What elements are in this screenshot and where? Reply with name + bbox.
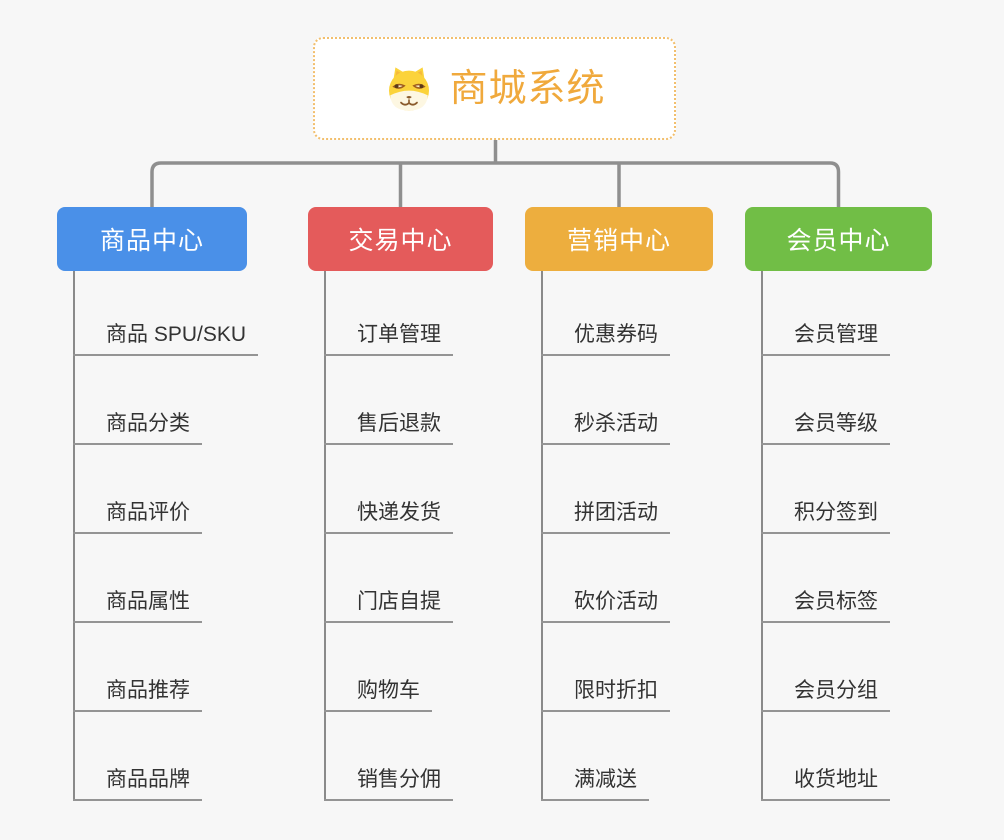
branch-column: 营销中心 优惠券码 秒杀活动 拼团活动 砍价活动 限时折扣 满减送 — [525, 207, 713, 801]
branch-column: 会员中心 会员管理 会员等级 积分签到 会员标签 会员分组 收货地址 — [745, 207, 932, 801]
trunk-line — [73, 271, 75, 801]
item-row: 砍价活动 — [541, 534, 670, 623]
leaf-node[interactable]: 限时折扣 — [541, 678, 670, 712]
leaf-node[interactable]: 积分签到 — [761, 500, 890, 534]
leaf-node[interactable]: 商品推荐 — [73, 678, 202, 712]
leaf-node[interactable]: 满减送 — [541, 767, 649, 801]
doge-icon — [383, 65, 435, 113]
leaf-node[interactable]: 会员管理 — [761, 322, 890, 356]
item-row: 购物车 — [324, 623, 453, 712]
leaf-node[interactable]: 订单管理 — [324, 322, 453, 356]
leaf-node[interactable]: 秒杀活动 — [541, 411, 670, 445]
leaf-node[interactable]: 优惠券码 — [541, 322, 670, 356]
bracket-line — [150, 161, 841, 207]
item-row: 门店自提 — [324, 534, 453, 623]
item-row: 商品属性 — [73, 534, 258, 623]
branch-items: 优惠券码 秒杀活动 拼团活动 砍价活动 限时折扣 满减送 — [541, 271, 670, 801]
item-row: 商品推荐 — [73, 623, 258, 712]
item-row: 优惠券码 — [541, 271, 670, 356]
item-row: 满减送 — [541, 712, 670, 801]
branch-column: 商品中心 商品 SPU/SKU 商品分类 商品评价 商品属性 商品推荐 商品品牌 — [57, 207, 259, 801]
leaf-node[interactable]: 门店自提 — [324, 589, 453, 623]
item-row: 商品分类 — [73, 356, 258, 445]
branch-node[interactable]: 商品中心 — [57, 207, 247, 271]
item-row: 订单管理 — [324, 271, 453, 356]
branch-label: 商品中心 — [99, 227, 204, 255]
leaf-node[interactable]: 商品评价 — [73, 500, 202, 534]
leaf-node[interactable]: 拼团活动 — [541, 500, 670, 534]
item-row: 商品品牌 — [73, 712, 258, 801]
leaf-node[interactable]: 快递发货 — [324, 500, 453, 534]
item-row: 会员分组 — [761, 623, 890, 712]
leaf-node[interactable]: 会员标签 — [761, 589, 890, 623]
branch-label: 营销中心 — [566, 227, 671, 255]
leaf-node[interactable]: 销售分佣 — [324, 767, 453, 801]
item-row: 商品 SPU/SKU — [73, 271, 259, 356]
item-row: 售后退款 — [324, 356, 453, 445]
branch-items: 会员管理 会员等级 积分签到 会员标签 会员分组 收货地址 — [761, 271, 890, 801]
leaf-node[interactable]: 会员分组 — [761, 678, 890, 712]
leaf-node[interactable]: 商品品牌 — [73, 767, 202, 801]
branch-node[interactable]: 营销中心 — [525, 207, 713, 271]
leaf-node[interactable]: 收货地址 — [761, 767, 890, 801]
item-row: 收货地址 — [761, 712, 890, 801]
leaf-node[interactable]: 会员等级 — [761, 411, 890, 445]
branch-items: 商品 SPU/SKU 商品分类 商品评价 商品属性 商品推荐 商品品牌 — [73, 271, 259, 801]
leaf-node[interactable]: 购物车 — [324, 678, 432, 712]
leaf-node[interactable]: 商品属性 — [73, 589, 202, 623]
item-row: 销售分佣 — [324, 712, 453, 801]
item-row: 会员等级 — [761, 356, 890, 445]
trunk-line — [324, 271, 326, 801]
branch-column: 交易中心 订单管理 售后退款 快递发货 门店自提 购物车 销售分佣 — [308, 207, 493, 801]
leaf-node[interactable]: 商品 SPU/SKU — [73, 322, 259, 356]
item-row: 商品评价 — [73, 445, 258, 534]
leaf-node[interactable]: 商品分类 — [73, 411, 202, 445]
leaf-node[interactable]: 售后退款 — [324, 411, 453, 445]
item-row: 拼团活动 — [541, 445, 670, 534]
item-row: 限时折扣 — [541, 623, 670, 712]
root-node[interactable]: 商城系统 — [313, 37, 676, 140]
item-row: 积分签到 — [761, 445, 890, 534]
branch-label: 会员中心 — [786, 227, 891, 255]
item-row: 快递发货 — [324, 445, 453, 534]
branch-node[interactable]: 交易中心 — [308, 207, 493, 271]
item-row: 会员标签 — [761, 534, 890, 623]
branch-label: 交易中心 — [348, 227, 453, 255]
branch-node[interactable]: 会员中心 — [745, 207, 932, 271]
trunk-line — [761, 271, 763, 801]
item-row: 秒杀活动 — [541, 356, 670, 445]
item-row: 会员管理 — [761, 271, 890, 356]
trunk-line — [541, 271, 543, 801]
leaf-node[interactable]: 砍价活动 — [541, 589, 670, 623]
root-title: 商城系统 — [449, 67, 606, 110]
branch-items: 订单管理 售后退款 快递发货 门店自提 购物车 销售分佣 — [324, 271, 453, 801]
